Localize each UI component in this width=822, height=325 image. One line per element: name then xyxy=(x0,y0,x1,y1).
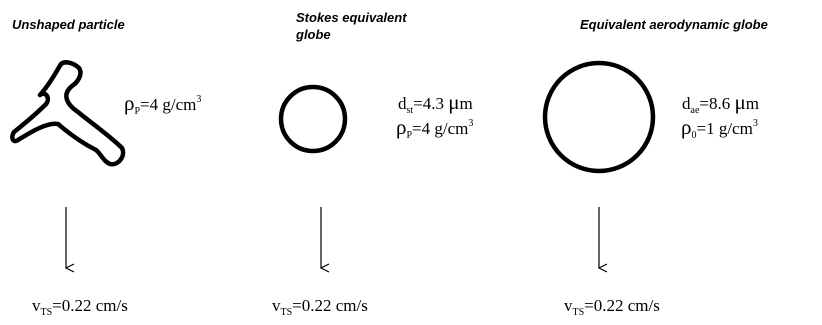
settling-velocity-3: vTS=0.22 cm/s xyxy=(564,296,660,323)
density-exponent: 3 xyxy=(752,118,758,129)
v-symbol: v xyxy=(272,296,281,315)
aerodynamic-globe-heading: Equivalent aerodynamic globe xyxy=(580,17,768,32)
stokes-globe-heading-line2: globe xyxy=(296,27,331,42)
aerodynamic-diameter-label: dae=8.6 μm xyxy=(682,92,759,121)
density-value: =4 g/cm xyxy=(140,95,197,114)
mu-symbol: μ xyxy=(734,90,746,114)
aerodynamic-density-label: ρ0=1 g/cm3 xyxy=(681,114,758,146)
diameter-value: =8.6 xyxy=(699,94,735,113)
v-subscript: TS xyxy=(280,307,293,318)
d-symbol: d xyxy=(398,94,407,113)
d-symbol: d xyxy=(682,94,691,113)
density-value: =4 g/cm xyxy=(412,119,469,138)
settling-velocity-2: vTS=0.22 cm/s xyxy=(272,296,368,323)
diameter-value: =4.3 xyxy=(413,94,449,113)
v-symbol: v xyxy=(32,296,41,315)
d-subscript: st xyxy=(406,105,414,116)
diameter-unit: m xyxy=(459,94,473,113)
stokes-globe-circle xyxy=(278,84,348,154)
stokes-diameter-label: dst=4.3 μm xyxy=(398,92,473,121)
v-subscript: TS xyxy=(40,307,53,318)
rho-symbol: ρ xyxy=(396,115,407,139)
rho-subscript: P xyxy=(134,106,141,117)
aerodynamic-globe-circle xyxy=(542,60,656,174)
stokes-globe-heading-line1: Stokes equivalent xyxy=(296,10,407,25)
rho-subscript: 0 xyxy=(691,130,697,141)
particle-density-label: ρP=4 g/cm3 xyxy=(124,90,201,122)
v-symbol: v xyxy=(564,296,573,315)
density-value: =1 g/cm xyxy=(696,119,753,138)
settling-velocity-1: vTS=0.22 cm/s xyxy=(32,296,128,323)
velocity-value: =0.22 cm/s xyxy=(584,296,660,315)
stokes-density-label: ρP=4 g/cm3 xyxy=(396,114,473,146)
density-exponent: 3 xyxy=(468,118,474,129)
velocity-value: =0.22 cm/s xyxy=(52,296,128,315)
d-subscript: ae xyxy=(690,105,700,116)
diameter-unit: m xyxy=(745,94,759,113)
mu-symbol: μ xyxy=(448,90,460,114)
density-exponent: 3 xyxy=(196,94,202,105)
rho-symbol: ρ xyxy=(124,91,135,115)
velocity-value: =0.22 cm/s xyxy=(292,296,368,315)
v-subscript: TS xyxy=(572,307,585,318)
unshaped-particle-outline xyxy=(10,60,126,167)
rho-subscript: P xyxy=(406,130,413,141)
unshaped-particle-heading: Unshaped particle xyxy=(12,17,125,32)
rho-symbol: ρ xyxy=(681,115,692,139)
stokes-globe-heading: Stokes equivalent globe xyxy=(296,9,407,43)
